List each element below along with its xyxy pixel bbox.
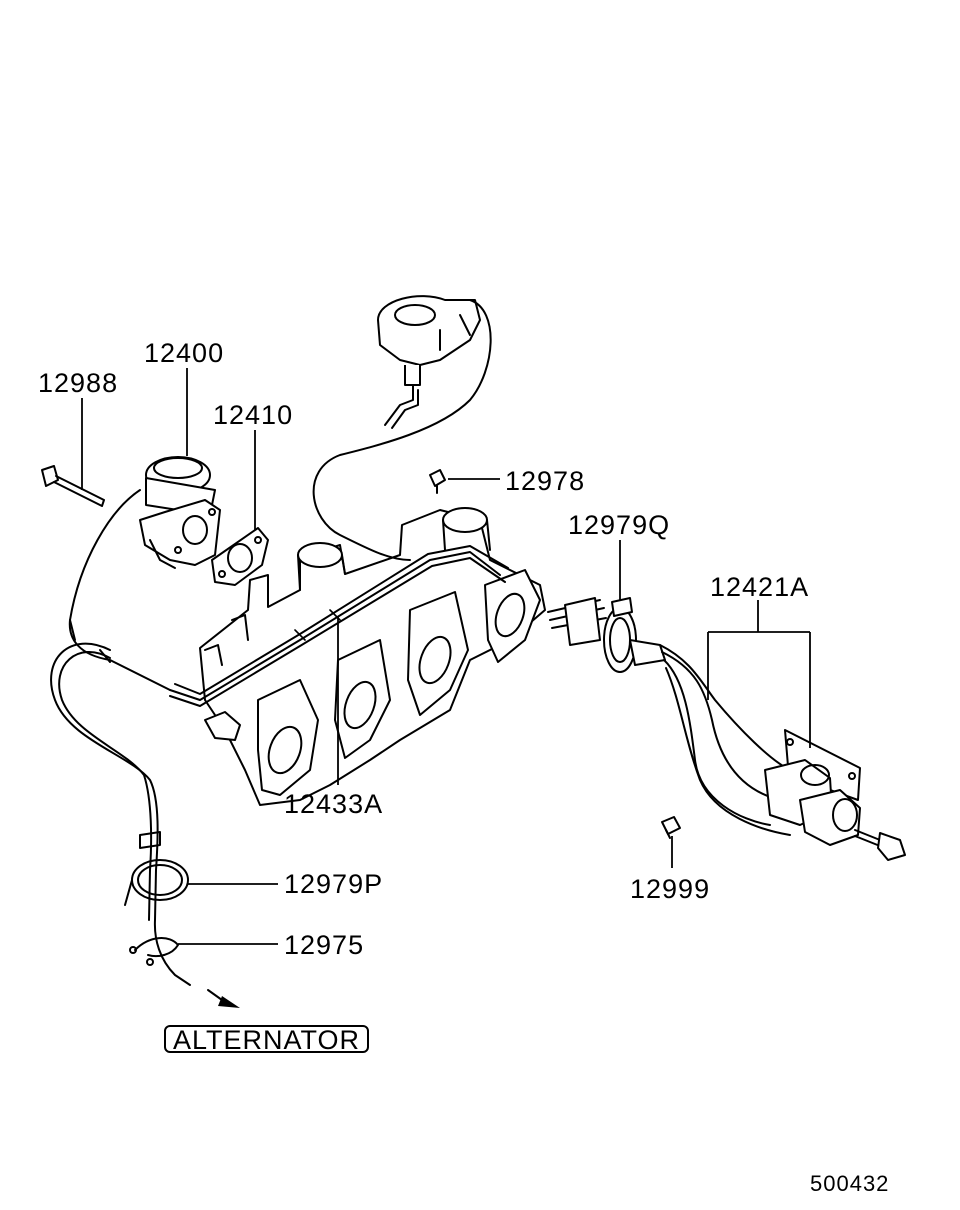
- vacuum-actuator: [377, 295, 481, 429]
- label-12433a: 12433A: [284, 789, 383, 819]
- label-12400: 12400: [144, 338, 224, 368]
- label-12978: 12978: [505, 466, 585, 496]
- alternator-label: ALTERNATOR: [173, 1025, 360, 1055]
- label-12975: 12975: [284, 930, 364, 960]
- alternator-arrow: [207, 989, 240, 1008]
- solenoid-valve-assembly: [547, 597, 906, 861]
- leader-lines: [81, 368, 811, 945]
- alternator-callout: ALTERNATOR: [164, 1025, 369, 1055]
- label-12999: 12999: [630, 874, 710, 904]
- bolt: [41, 465, 105, 507]
- label-12421a: 12421A: [710, 572, 809, 602]
- screw-12978: [429, 469, 446, 494]
- label-12988: 12988: [38, 368, 118, 398]
- label-12979p: 12979P: [284, 869, 383, 899]
- hose-clamp-p: [124, 859, 189, 906]
- hose-clip: [129, 937, 179, 966]
- label-12410: 12410: [213, 400, 293, 430]
- vacuum-hoses: [50, 299, 492, 986]
- egr-valve: [139, 456, 221, 569]
- label-12979q: 12979Q: [568, 510, 670, 540]
- diagram-code: 500432: [810, 1171, 889, 1196]
- egr-gasket: [211, 527, 269, 586]
- intake-manifold: [199, 507, 546, 806]
- bolt-12999: [661, 816, 681, 839]
